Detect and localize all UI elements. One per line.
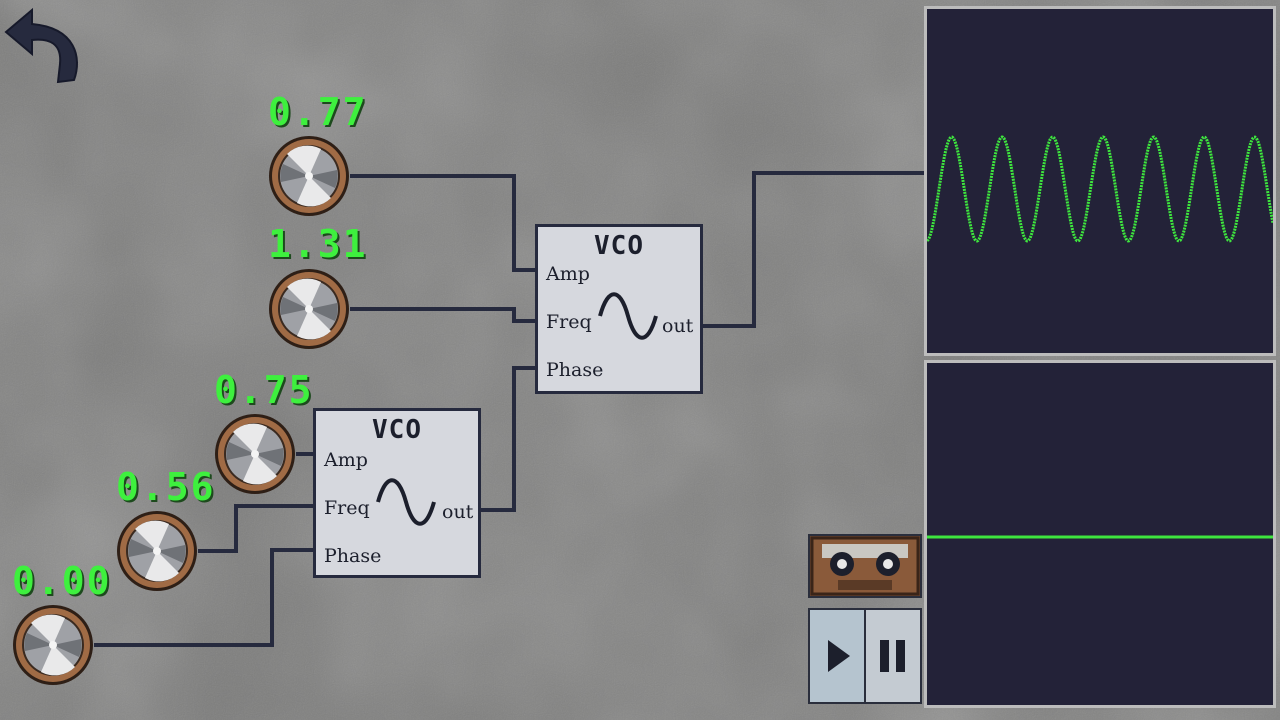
- pause-button[interactable]: [864, 608, 922, 704]
- knob-value-label: 0.00: [12, 559, 112, 603]
- wire-knob4-freq: [198, 504, 322, 553]
- pause-icon: [880, 640, 905, 672]
- undo-arrow-icon: [4, 7, 78, 84]
- wire-knob2-freq: [350, 307, 538, 323]
- knob-value-label: 0.77: [268, 90, 368, 134]
- oscilloscope-bottom: [924, 360, 1276, 708]
- port-amp-label[interactable]: Amp: [324, 449, 368, 471]
- wire-knob1-amp: [350, 174, 538, 272]
- knob-dial-icon: [269, 269, 349, 349]
- port-freq-label[interactable]: Freq: [324, 497, 370, 519]
- knob-value-label: 0.56: [116, 465, 216, 509]
- back-button[interactable]: [2, 2, 84, 84]
- sine-wave-icon: [598, 292, 658, 340]
- cassette-tape-icon: [810, 536, 920, 596]
- vco-module-1[interactable]: VCO Amp Freq Phase out: [535, 224, 703, 394]
- port-out-label[interactable]: out: [662, 315, 694, 337]
- knob-value-label: 0.75: [214, 368, 314, 412]
- knob-1[interactable]: [267, 134, 351, 218]
- knob-2[interactable]: [267, 267, 351, 351]
- sine-trace: [927, 135, 1273, 243]
- sine-wave-icon: [376, 478, 436, 526]
- wire-vco2out-phase: [480, 366, 538, 512]
- waveform-trace-flat: [927, 535, 1273, 539]
- waveform-trace: [927, 135, 1273, 243]
- knob-dial-icon: [215, 414, 295, 494]
- knob-4[interactable]: [115, 509, 199, 593]
- port-phase-label[interactable]: Phase: [546, 359, 604, 381]
- play-button[interactable]: [808, 608, 866, 704]
- knob-5[interactable]: [11, 603, 95, 687]
- record-button[interactable]: [808, 534, 922, 598]
- knob-dial-icon: [269, 136, 349, 216]
- knob-dial-icon: [13, 605, 93, 685]
- port-amp-label[interactable]: Amp: [546, 263, 590, 285]
- port-phase-label[interactable]: Phase: [324, 545, 382, 567]
- module-title: VCO: [372, 415, 422, 445]
- module-title: VCO: [594, 231, 644, 261]
- knob-3[interactable]: [213, 412, 297, 496]
- vco-module-2[interactable]: VCO Amp Freq Phase out: [313, 408, 481, 578]
- oscilloscope-top: [924, 6, 1276, 356]
- port-out-label[interactable]: out: [442, 501, 474, 523]
- wire-knob5-phase: [94, 548, 322, 647]
- knob-value-label: 1.31: [268, 222, 368, 266]
- port-freq-label[interactable]: Freq: [546, 311, 592, 333]
- wire-vco1out-scope: [700, 171, 928, 328]
- knob-dial-icon: [117, 511, 197, 591]
- play-icon: [828, 640, 850, 672]
